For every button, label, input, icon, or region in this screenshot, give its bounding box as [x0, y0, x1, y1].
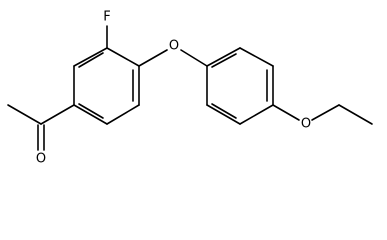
- bond: [239, 104, 274, 125]
- bond: [73, 47, 108, 67]
- ch2-ch3-bond: [338, 104, 373, 125]
- molecule-structure: F O O O: [7, 10, 373, 167]
- bond: [73, 104, 108, 125]
- ethoxy-oxygen-label: O: [301, 117, 311, 132]
- carbonyl-oxygen-label: O: [36, 152, 46, 167]
- ether-oxygen-label: O: [169, 39, 179, 54]
- left-benzene-ring: [73, 47, 140, 125]
- fluorine-label: F: [103, 10, 110, 25]
- bond: [206, 47, 241, 67]
- bond: [106, 47, 140, 67]
- c-o-bond: [138, 49, 168, 67]
- carbonyl-methyl-bond: [7, 104, 42, 125]
- double-bond-inner: [211, 103, 237, 119]
- double-bond-inner: [78, 52, 104, 68]
- o-c-bond: [180, 49, 208, 67]
- bond: [206, 104, 241, 125]
- double-bond-inner: [211, 53, 237, 68]
- bond: [106, 104, 140, 125]
- c-o-bond: [272, 104, 300, 121]
- o-ch2-bond: [311, 104, 340, 121]
- ring-carbonyl-bond: [40, 104, 75, 125]
- double-bond-inner: [78, 103, 104, 119]
- right-benzene-ring: [206, 47, 274, 125]
- bond: [239, 47, 274, 67]
